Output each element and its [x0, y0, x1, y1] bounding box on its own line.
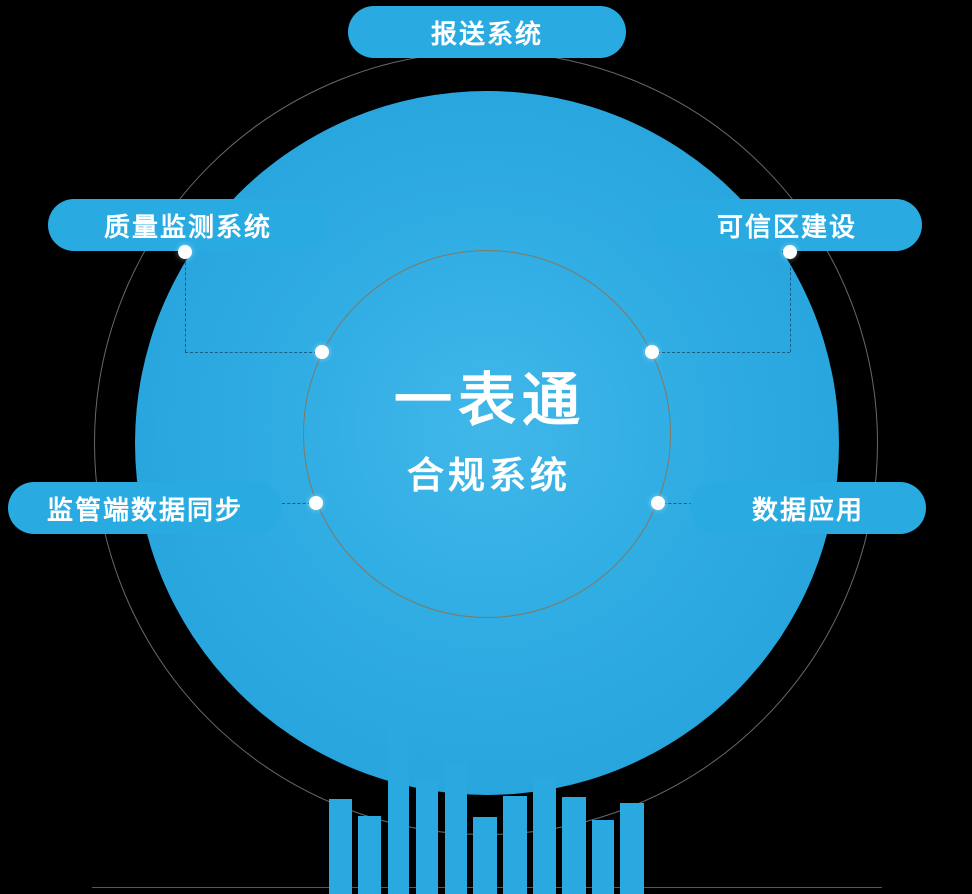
node-data-application: 数据应用	[690, 482, 926, 534]
center-subtitle: 合规系统	[407, 453, 571, 497]
decorative-bar	[533, 778, 556, 894]
decorative-bar	[388, 708, 409, 894]
connector-dot-upper-left-ring	[315, 345, 329, 359]
connector-line-lower-right	[658, 503, 692, 504]
connector-dot-upper-right-pill	[783, 245, 797, 259]
decorative-bar	[329, 799, 352, 894]
decorative-bar	[503, 796, 527, 894]
node-quality-monitoring-system: 质量监测系统	[48, 199, 328, 251]
decorative-bar	[473, 817, 497, 894]
connector-line-upper-right-horizontal	[652, 352, 790, 353]
connector-dot-lower-left-ring	[309, 496, 323, 510]
connector-line-upper-left-horizontal	[185, 352, 322, 353]
decorative-bar	[620, 803, 644, 894]
decorative-bar	[592, 820, 614, 894]
decorative-bar	[358, 816, 381, 894]
connector-dot-lower-right-ring	[651, 496, 665, 510]
connector-line-upper-left-vertical	[185, 252, 186, 352]
inner-ring	[303, 250, 671, 618]
connector-line-lower-left	[282, 503, 316, 504]
node-reporting-system: 报送系统	[348, 6, 626, 58]
center-title: 一表通	[393, 366, 586, 435]
center-label-group: 一表通 合规系统	[303, 250, 671, 618]
connector-line-upper-right-vertical	[790, 252, 791, 352]
decorative-bar	[445, 764, 467, 894]
decorative-bar	[416, 780, 438, 894]
node-trusted-zone-construction: 可信区建设	[652, 199, 922, 251]
decorative-bar	[562, 797, 586, 894]
connector-dot-upper-right-ring	[645, 345, 659, 359]
node-regulator-data-sync: 监管端数据同步	[8, 482, 282, 534]
connector-dot-upper-left-pill	[178, 245, 192, 259]
